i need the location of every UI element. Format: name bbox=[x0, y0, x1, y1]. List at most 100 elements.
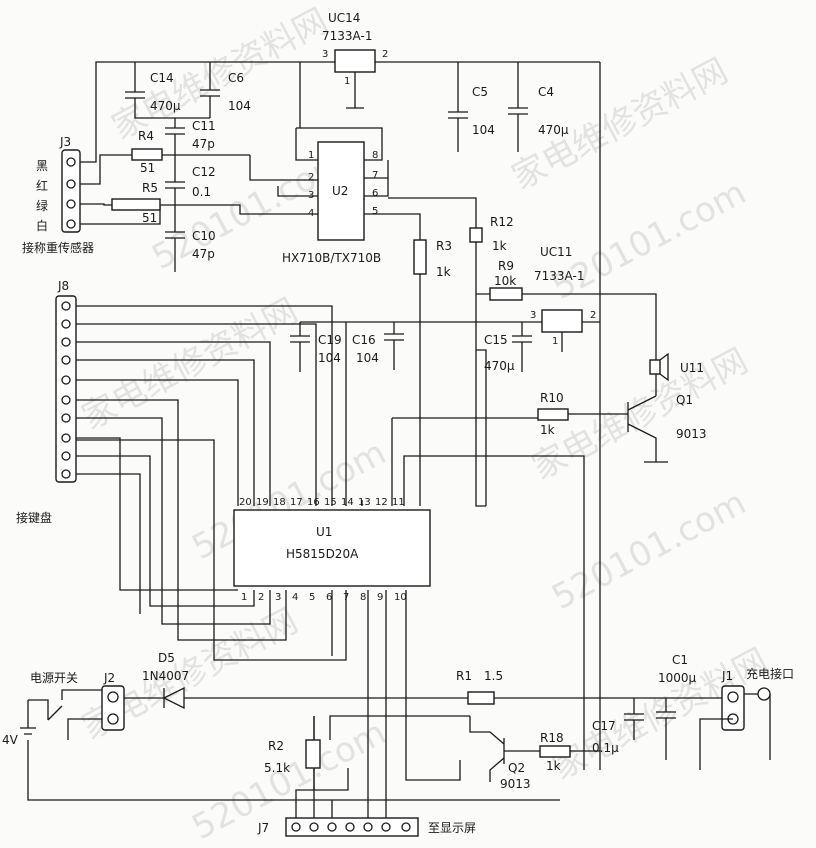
u1-pin-label: 10 bbox=[394, 592, 407, 603]
r18-value: 1k bbox=[546, 759, 561, 773]
d5-value: 1N4007 bbox=[142, 669, 189, 683]
r4-value: 51 bbox=[140, 161, 155, 175]
c4-value: 470µ bbox=[538, 123, 569, 137]
u2-pin-4: 4 bbox=[308, 208, 314, 219]
c16-value: 104 bbox=[356, 351, 379, 365]
u2-part: HX710B/TX710B bbox=[282, 251, 381, 265]
j8-name: J8 bbox=[57, 279, 69, 293]
c17-name: C17 bbox=[592, 719, 616, 733]
c1-name: C1 bbox=[672, 653, 688, 667]
j3-name: J3 bbox=[59, 135, 71, 149]
q2-value: 9013 bbox=[500, 777, 531, 791]
capacitor-c15: C15 470µ bbox=[484, 322, 532, 373]
u2-pin-8: 8 bbox=[372, 150, 378, 161]
c10-name: C10 bbox=[192, 229, 216, 243]
r12-value: 1k bbox=[492, 239, 507, 253]
c14-value: 470µ bbox=[150, 99, 181, 113]
capacitor-c11: C11 47p bbox=[165, 119, 216, 155]
r4-name: R4 bbox=[138, 129, 154, 143]
u1-part: H5815D20A bbox=[286, 547, 359, 561]
u1-pin-label: 7 bbox=[343, 592, 349, 603]
resistor-r5: R5 51 bbox=[111, 181, 318, 225]
j7-desc: 至显示屏 bbox=[428, 821, 476, 835]
u1-pin-label: 17 bbox=[290, 497, 303, 508]
r2-name: R2 bbox=[268, 739, 284, 753]
r2-value: 5.1k bbox=[264, 761, 290, 775]
capacitor-c12: C12 0.1 bbox=[165, 155, 216, 205]
c10-value: 47p bbox=[192, 247, 215, 261]
resistor-r12: R12 1k bbox=[469, 215, 514, 294]
c16-name: C16 bbox=[352, 333, 376, 347]
q1-value: 9013 bbox=[676, 427, 707, 441]
q1-name: Q1 bbox=[676, 393, 693, 407]
c14-name: C14 bbox=[150, 71, 174, 85]
u1-pin-label: 11 bbox=[392, 497, 405, 508]
u1-pin-label: 12 bbox=[375, 497, 388, 508]
c19-value: 104 bbox=[318, 351, 341, 365]
uc11-name: UC11 bbox=[540, 245, 572, 259]
c5-value: 104 bbox=[472, 123, 495, 137]
resistor-r18: R18 1k bbox=[504, 731, 600, 773]
r5-name: R5 bbox=[142, 181, 158, 195]
u2-name: U2 bbox=[332, 184, 348, 198]
r5-value: 51 bbox=[142, 211, 157, 225]
c19-name: C19 bbox=[318, 333, 342, 347]
chip-u1: U1 H5815D20A bbox=[233, 509, 431, 587]
u2-pin-7: 7 bbox=[372, 170, 378, 181]
connector-j8: J8 接键盘 bbox=[16, 279, 77, 525]
u1-pin-label: 9 bbox=[377, 592, 383, 603]
buzzer-u11: U11 bbox=[649, 352, 704, 396]
watermark-text: 520101.com bbox=[545, 173, 752, 308]
r10-value: 1k bbox=[540, 423, 555, 437]
u1-pin-label: 19 bbox=[256, 497, 269, 508]
u1-pin-label: 13 bbox=[358, 497, 371, 508]
u1-pin-label: 14 bbox=[341, 497, 354, 508]
resistor-r10: R10 1k bbox=[391, 391, 628, 506]
d5-name: D5 bbox=[158, 651, 175, 665]
capacitor-c1: C1 1000µ bbox=[656, 653, 697, 760]
resistor-r1: R1 1.5 bbox=[456, 669, 726, 705]
c5-name: C5 bbox=[472, 85, 488, 99]
u1-pin-label: 3 bbox=[275, 592, 281, 603]
diode-d5: D5 1N4007 bbox=[124, 651, 468, 710]
transistor-q1: Q1 9013 bbox=[627, 393, 707, 463]
resistor-r9: R9 10k bbox=[475, 259, 657, 507]
connector-j7: J7 至显示屏 bbox=[257, 817, 476, 837]
capacitor-c16: C16 104 bbox=[352, 322, 404, 370]
u2-pin-6: 6 bbox=[372, 188, 378, 199]
c6-name: C6 bbox=[228, 71, 244, 85]
c6-value: 104 bbox=[228, 99, 251, 113]
c11-name: C11 bbox=[192, 119, 216, 133]
battery-label: 4V bbox=[2, 733, 19, 747]
u1-pin-label: 16 bbox=[307, 497, 320, 508]
j2-name: J2 bbox=[103, 671, 115, 685]
r12-name: R12 bbox=[490, 215, 514, 229]
connector-j3: J3 黑 红 绿 白 接称重传感器 bbox=[22, 135, 94, 255]
uc11-regulator: UC11 7133A-1 3 2 1 bbox=[300, 245, 600, 352]
resistor-r4: R4 51 bbox=[131, 129, 250, 175]
c15-name: C15 bbox=[484, 333, 508, 347]
q2-name: Q2 bbox=[508, 761, 525, 775]
uc14-pin-gnd: 1 bbox=[344, 76, 350, 87]
r3-value: 1k bbox=[436, 265, 451, 279]
battery: 4V bbox=[2, 699, 560, 801]
uc11-part: 7133A-1 bbox=[534, 269, 584, 283]
u11-name: U11 bbox=[680, 361, 704, 375]
u1-pin-label: 1 bbox=[241, 592, 247, 603]
uc11-pin-in: 3 bbox=[530, 310, 536, 321]
j3-wire-red: 红 bbox=[36, 178, 48, 193]
c1-value: 1000µ bbox=[658, 671, 697, 685]
uc11-pin-gnd: 1 bbox=[552, 336, 558, 347]
j3-wire-green: 绿 bbox=[36, 198, 48, 213]
r3-name: R3 bbox=[436, 239, 452, 253]
capacitor-c6: C6 104 bbox=[200, 62, 251, 118]
c17-value: 0.1µ bbox=[592, 741, 619, 755]
capacitor-c10: C10 47p bbox=[165, 205, 216, 272]
uc14-pin-in: 3 bbox=[322, 49, 328, 60]
c12-value: 0.1 bbox=[192, 185, 211, 199]
u1-pin-label: 15 bbox=[324, 497, 337, 508]
uc14-regulator: UC14 7133A-1 3 2 1 bbox=[135, 11, 600, 109]
u1-pin-label: 2 bbox=[258, 592, 264, 603]
